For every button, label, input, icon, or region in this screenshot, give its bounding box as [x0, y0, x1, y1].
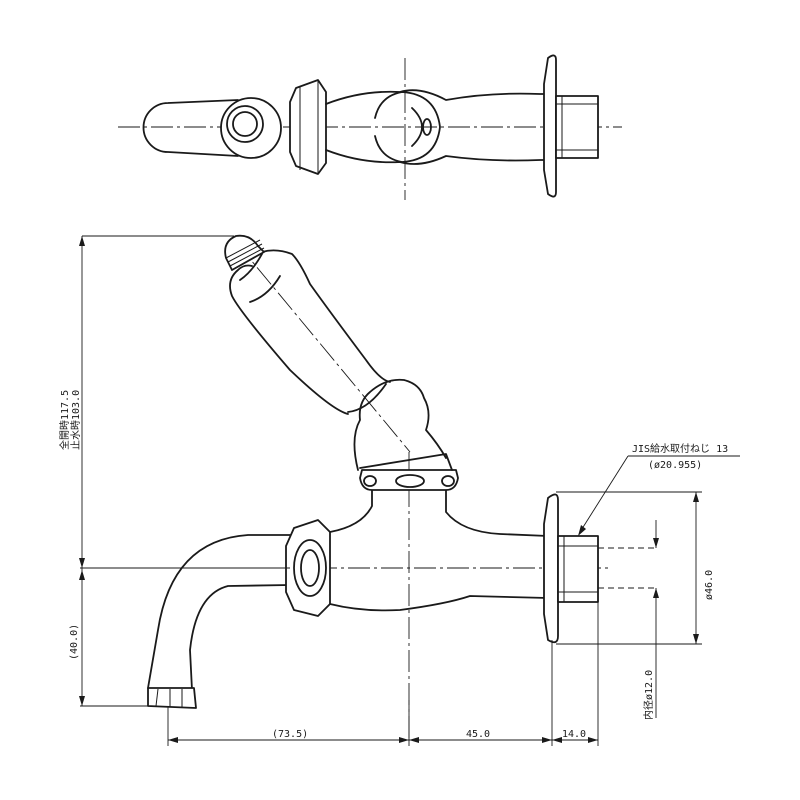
- dimension-text: 全開時117.5 止水時103.0 (40.0) (73.5) 45.0 14.…: [58, 390, 728, 740]
- thread-size-label: (ø20.955): [648, 460, 702, 471]
- thread-spec-label: JIS給水取付ねじ 13: [632, 442, 728, 455]
- spout-drop-label: (40.0): [69, 624, 80, 660]
- thread-length-label: 14.0: [562, 729, 586, 740]
- flange-diameter-label: ø46.0: [704, 570, 715, 600]
- dimension-lines: [79, 235, 740, 746]
- closed-height-label: 止水時103.0: [70, 390, 82, 450]
- side-view: [84, 234, 658, 742]
- body-length-label: 45.0: [466, 729, 490, 740]
- plan-view: [118, 54, 622, 200]
- reach-label: (73.5): [272, 729, 308, 740]
- bore-diameter-label: 内径ø12.0: [642, 670, 655, 720]
- overall-height-label: 全開時117.5: [58, 390, 71, 450]
